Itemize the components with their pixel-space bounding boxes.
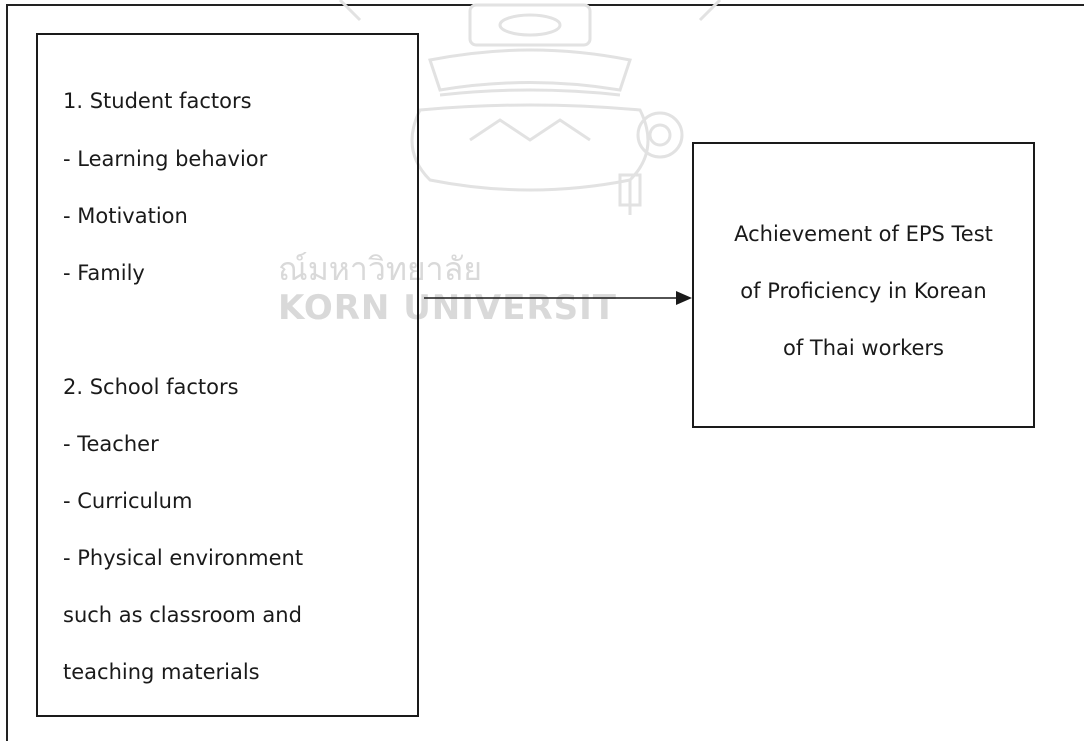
factors-box: 1. Student factors - Learning behavior -… [36, 33, 419, 717]
factor-curriculum: - Curriculum [63, 489, 193, 513]
outcome-line-2: of Proficiency in Korean [740, 279, 987, 303]
factor-family: - Family [63, 261, 145, 285]
student-factors-heading: 1. Student factors [63, 89, 252, 113]
outcome-text: Achievement of EPS Test of Proficiency i… [694, 206, 1033, 377]
causal-arrow [424, 291, 692, 305]
outcome-line-3: of Thai workers [783, 336, 944, 360]
outcome-line-1: Achievement of EPS Test [734, 222, 993, 246]
factor-motivation: - Motivation [63, 204, 188, 228]
outcome-box: Achievement of EPS Test of Proficiency i… [692, 142, 1035, 428]
factor-physical-environment-line3: teaching materials [63, 660, 260, 684]
factor-physical-environment: - Physical environment [63, 546, 304, 570]
arrowhead-icon [676, 291, 692, 305]
factor-physical-environment-line2: such as classroom and [63, 603, 302, 627]
school-factors-heading: 2. School factors [63, 375, 239, 399]
factor-learning-behavior: - Learning behavior [63, 147, 268, 171]
factor-teacher: - Teacher [63, 432, 159, 456]
watermark-university-text: KORN UNIVERSIT [278, 288, 617, 328]
watermark-thai-text: ณ์มหาวิทยาลัย [278, 250, 482, 288]
